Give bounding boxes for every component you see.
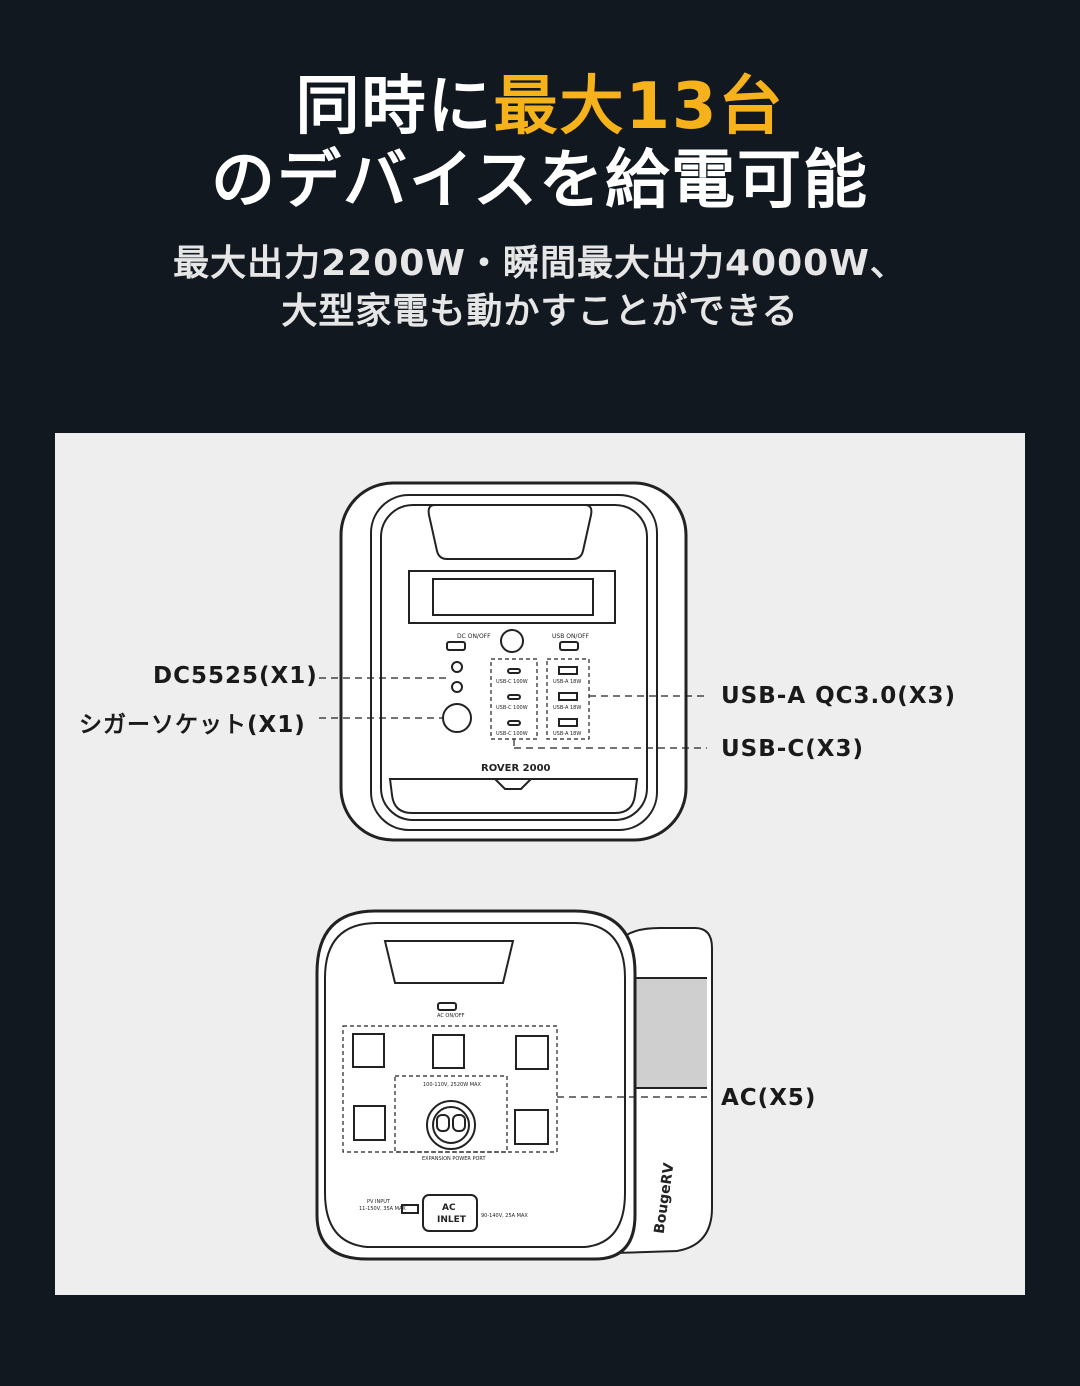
product-illustration-panel: DC ON/OFF USB ON/OFF USB-C 100W USB-C 10… xyxy=(55,433,1025,1295)
inlet-rating-label: 90-140V, 25A MAX xyxy=(481,1213,528,1219)
bottom-tray xyxy=(388,778,639,814)
headline-line-1: 同時に最大13台 xyxy=(0,70,1080,144)
expansion-port-label: EXPANSION POWER PORT xyxy=(422,1156,487,1162)
callout-usb-a: USB-A QC3.0(X3) xyxy=(721,683,957,709)
dc-switch xyxy=(446,641,466,651)
usb-a-label-2: USB-A 18W xyxy=(553,705,581,711)
device-front-view: DC ON/OFF USB ON/OFF USB-C 100W USB-C 10… xyxy=(339,481,688,842)
subhead: 最大出力2200W・瞬間最大出力4000W、 大型家電も動かすことができる xyxy=(0,240,1080,336)
ac-outlet-2 xyxy=(432,1034,465,1069)
power-button xyxy=(500,629,524,653)
ac-inlet-label-2: INLET xyxy=(437,1215,467,1225)
usb-a-label-1: USB-A 18W xyxy=(553,679,581,685)
callout-dc5525: DC5525(X1) xyxy=(153,663,318,689)
usb-switch xyxy=(559,641,579,651)
callout-cigar-socket: シガーソケット(X1) xyxy=(79,712,306,738)
device-back-view: BougeRV AC ON/OFF 100-110V, 2520W MAX EX… xyxy=(315,909,713,1261)
headline-accent: 最大13台 xyxy=(493,70,785,144)
usb-a-label-3: USB-A 18W xyxy=(553,731,581,737)
usb-c-label-2: USB-C 100W xyxy=(496,705,528,711)
ac-outlet-1 xyxy=(352,1033,385,1068)
ac-outlet-4 xyxy=(353,1105,386,1141)
usb-switch-label: USB ON/OFF xyxy=(552,633,590,640)
usb-a-group xyxy=(546,658,590,740)
lcd-display xyxy=(408,570,616,624)
callout-usb-c: USB-C(X3) xyxy=(721,736,864,762)
pv-input-label: PV INPUT xyxy=(367,1199,391,1205)
usb-c-label-1: USB-C 100W xyxy=(496,679,528,685)
dc5525-port-2 xyxy=(451,681,463,693)
ac-inlet xyxy=(422,1194,478,1232)
ac-switch-label: AC ON/OFF xyxy=(437,1013,465,1019)
subhead-line-2: 大型家電も動かすことができる xyxy=(281,291,799,332)
dc-switch-label: DC ON/OFF xyxy=(457,633,491,640)
ac-outlet-5 xyxy=(514,1109,549,1145)
pv-input-port xyxy=(401,1204,419,1214)
dc5525-port xyxy=(451,661,463,673)
subhead-line-1: 最大出力2200W・瞬間最大出力4000W、 xyxy=(173,243,907,284)
usb-c-label-3: USB-C 100W xyxy=(496,731,528,737)
model-label: ROVER 2000 xyxy=(481,763,551,774)
ac-outlet-group xyxy=(342,1025,558,1153)
headline: 同時に最大13台 のデバイスを給電可能 xyxy=(0,70,1080,218)
ac-switch xyxy=(437,1002,457,1011)
product-illustration: DC ON/OFF USB ON/OFF USB-C 100W USB-C 10… xyxy=(315,481,713,1261)
callout-ac: AC(X5) xyxy=(721,1085,817,1111)
headline-prefix: 同時に xyxy=(295,70,494,144)
rear-handle xyxy=(383,940,515,984)
ac-inlet-label-1: AC xyxy=(442,1203,456,1213)
headline-line-2: のデバイスを給電可能 xyxy=(210,144,870,218)
expansion-power-port xyxy=(426,1100,476,1150)
handle xyxy=(427,504,593,560)
pv-rating-label: 11-150V, 35A MAX xyxy=(359,1206,406,1212)
ac-rating-label: 100-110V, 2520W MAX xyxy=(423,1082,481,1088)
callout-leaders xyxy=(319,677,707,1098)
ac-outlet-3 xyxy=(515,1035,549,1070)
